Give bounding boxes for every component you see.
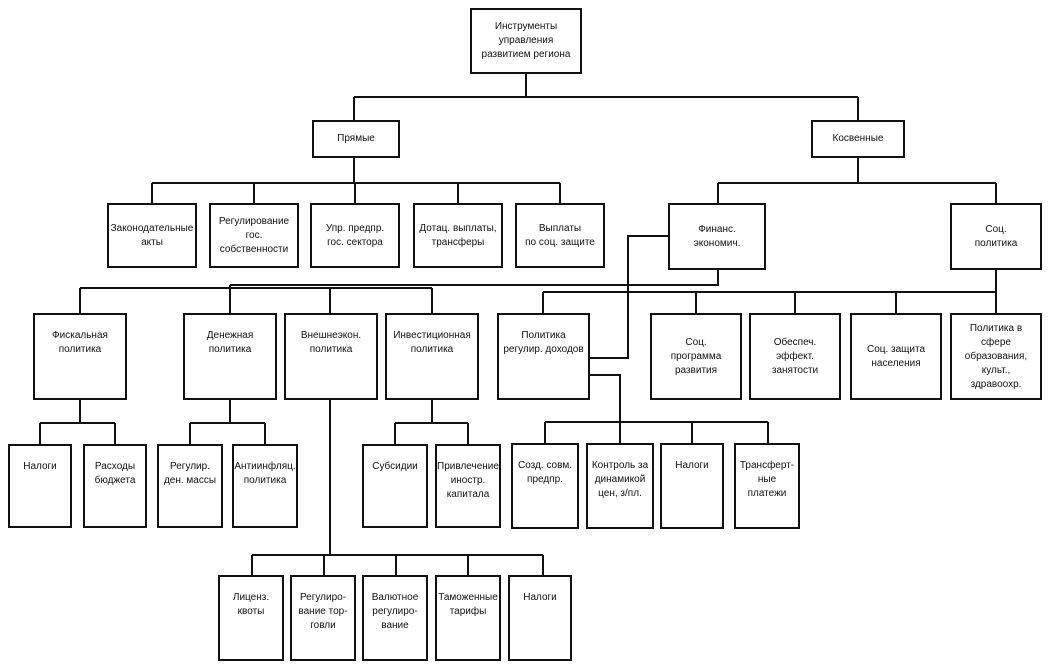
node-budget-expenses: Расходы бюджета [83, 444, 147, 528]
node-state-property: Регулирование гос. собственности [209, 203, 299, 268]
node-monetary: Денежная политика [183, 313, 277, 400]
node-taxes-income: Налоги [660, 443, 724, 529]
node-social: Соц. политика [950, 203, 1042, 270]
node-price-control: Контроль за динамикой цен, з/пл. [586, 443, 654, 529]
node-education-policy: Политика в сфере образования, культ., зд… [950, 313, 1042, 400]
node-legislative: Законодательные акты [107, 203, 197, 268]
node-new-jobs: Созд. совм. предпр. [511, 443, 579, 529]
node-customs-tariffs: Таможенные тарифы [435, 575, 501, 661]
node-taxes-fiscal: Налоги [8, 444, 72, 528]
node-licenses: Лиценз. квоты [218, 575, 284, 661]
node-foreign-capital: Привлечение иностр. капитала [435, 444, 501, 528]
node-direct: Прямые [312, 120, 400, 158]
node-anti-inflation: Антиинфляц. политика [232, 444, 298, 528]
node-social-protection: Соц. защита населения [850, 313, 942, 400]
node-indirect: Косвенные [811, 120, 905, 158]
node-subsidy-invest: Субсидии [362, 444, 428, 528]
node-money-supply: Регулир. ден. массы [157, 444, 223, 528]
connector [590, 235, 668, 359]
node-transfers: Трансферт- ные платежи [734, 443, 800, 529]
connector [230, 270, 719, 286]
node-subsidies: Дотац. выплаты, трансферы [413, 203, 503, 268]
node-public-sector: Упр. предпр. гос. сектора [310, 203, 400, 268]
node-income-policy: Политика регулир. доходов [497, 313, 590, 400]
node-trade-regulation: Регулиро- вание тор- говли [290, 575, 356, 661]
node-foreign-economic: Внешнеэкон. политика [284, 313, 378, 400]
node-social-payments: Выплаты по соц. защите [515, 203, 605, 268]
node-financial: Финанс. экономич. [668, 203, 766, 270]
node-root: Инструменты управления развитием региона [470, 8, 582, 74]
node-employment: Обеспеч. эффект. занятости [749, 313, 841, 400]
connector [590, 374, 621, 422]
node-social-program: Соц. программа развития [650, 313, 742, 400]
node-investment: Инвестиционная политика [385, 313, 479, 400]
node-fiscal: Фискальная политика [33, 313, 127, 400]
node-currency-regulation: Валютное регулиро- вание [362, 575, 428, 661]
node-taxes-foreign: Налоги [508, 575, 572, 661]
